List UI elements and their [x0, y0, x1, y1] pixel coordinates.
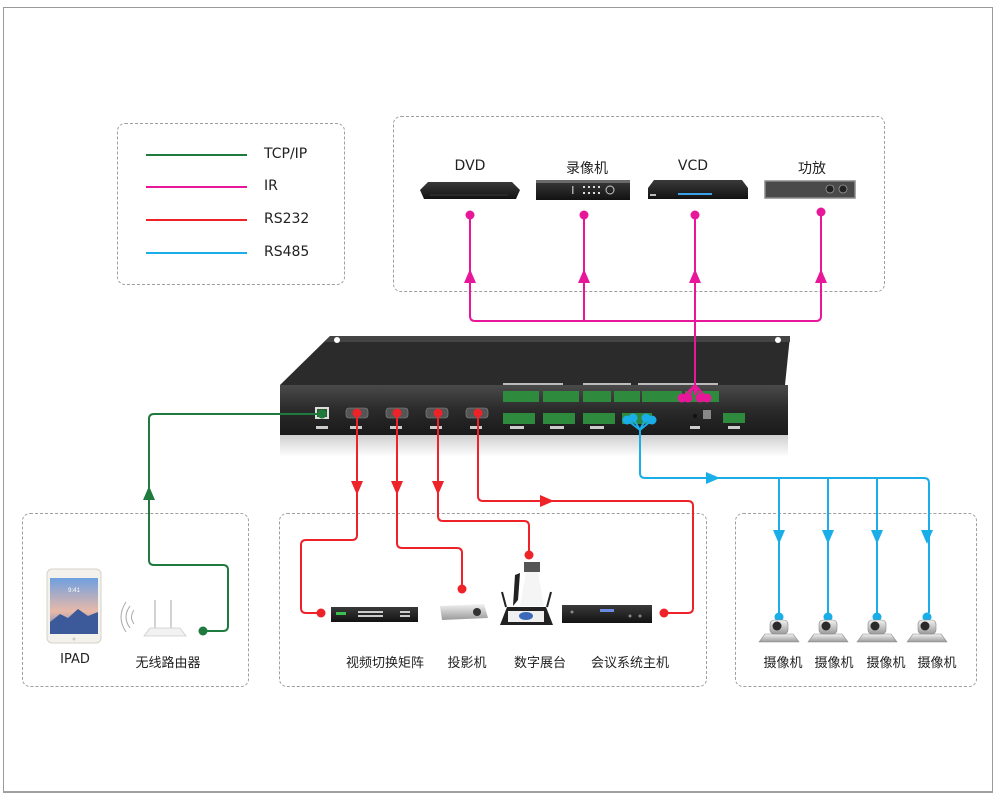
- ir-endpoint-dot: [579, 210, 589, 220]
- rs485-bus-line: [639, 430, 930, 613]
- rs485-endpoint-dot: [922, 612, 932, 622]
- ir-port-dot: [702, 393, 712, 403]
- ir-devices-box: [393, 116, 885, 292]
- camera-base: [906, 633, 948, 643]
- camera-base: [856, 633, 898, 643]
- ir-arrow: [464, 269, 476, 283]
- rs232-connections: [300, 408, 694, 618]
- rs485-device-label-camera-4: 摄像机: [917, 656, 957, 671]
- rs232-line-projector: [396, 413, 463, 589]
- ir-endpoint-dot: [465, 210, 475, 220]
- ir-device-label-vcd: VCD: [677, 158, 709, 174]
- camera-lens: [920, 621, 930, 631]
- rs232-line-conference: [477, 413, 694, 614]
- rs232-line-doccam: [437, 413, 530, 555]
- rs485-arrow: [921, 530, 933, 544]
- rs485-endpoint-dot: [823, 612, 833, 622]
- tcpip-line: [148, 413, 322, 632]
- rs232-endpoint-dot: [524, 550, 534, 560]
- ir-port-dot: [695, 393, 705, 403]
- ir-device-label-amplifier: 功放: [798, 161, 826, 177]
- tcpip-connection: [143, 409, 327, 636]
- rs232-endpoint-dot: [659, 608, 669, 618]
- legend-label-ir: IR: [264, 178, 278, 194]
- ptz-camera-icon: [856, 619, 898, 643]
- legend-lines: [146, 154, 247, 254]
- ir-port-dot: [683, 393, 693, 403]
- rs232-arrow: [351, 481, 363, 495]
- rs485-device-label-camera-3: 摄像机: [866, 656, 906, 671]
- rs232-arrow: [432, 481, 444, 495]
- ptz-camera-icon: [758, 619, 800, 643]
- legend-box: [117, 123, 345, 285]
- ir-endpoint-dot: [690, 210, 700, 220]
- tcpip-endpoint-dot: [198, 626, 208, 636]
- ipad-screen-time: 9:41: [68, 588, 80, 594]
- tcpip-arrow: [143, 486, 155, 500]
- ptz-camera-icon: [807, 619, 849, 643]
- video-recorder-icon: [536, 180, 630, 200]
- camera-base: [807, 633, 849, 643]
- rs485-arrow: [773, 530, 785, 544]
- ir-arrow: [815, 269, 827, 283]
- rs485-port-dot: [647, 415, 657, 425]
- rs485-endpoint-dot: [774, 612, 784, 622]
- camera-base: [758, 633, 800, 643]
- camera-lens: [870, 621, 880, 631]
- dvd-player-icon: [420, 182, 520, 199]
- ir-arrow: [578, 269, 590, 283]
- rs485-port-dot: [628, 413, 638, 423]
- projector-icon: [440, 604, 488, 620]
- ir-device-label-dvd: DVD: [454, 158, 486, 174]
- conference-host-icon: [562, 605, 652, 623]
- rs485-devices-box: [735, 513, 977, 687]
- rs232-device-label-matrix: 视频切换矩阵: [345, 656, 425, 671]
- rs232-device-label-conference: 会议系统主机: [590, 656, 670, 671]
- ir-bus-line: [469, 213, 822, 322]
- rs485-arrow: [706, 472, 720, 484]
- network-device-label-ipad: IPAD: [60, 652, 90, 667]
- vcd-player-icon: [648, 180, 748, 199]
- camera-lens: [772, 621, 782, 631]
- network-device-label-router: 无线路由器: [135, 656, 201, 671]
- rs232-device-label-projector: 投影机: [447, 656, 487, 671]
- rs485-connections: [622, 413, 933, 622]
- rs232-device-label-doccam: 数字展台: [513, 656, 567, 671]
- diagram-frame: [3, 7, 993, 793]
- rs232-arrow: [540, 495, 554, 507]
- rs485-arrow: [871, 530, 883, 544]
- ptz-camera-icon: [906, 619, 948, 643]
- rs232-devices-box: [279, 513, 707, 687]
- wireless-router-icon: [120, 600, 187, 637]
- ir-endpoint-dot: [816, 207, 826, 217]
- ir-device-label-recorder: 录像机: [566, 161, 608, 177]
- rs485-arrow: [822, 530, 834, 544]
- network-devices-box: [22, 513, 249, 687]
- rs232-endpoint-dot: [457, 584, 467, 594]
- rs232-endpoint-dot: [316, 608, 326, 618]
- video-matrix-icon: [331, 607, 418, 622]
- document-camera-icon: [500, 562, 553, 625]
- rs232-arrow: [391, 481, 403, 495]
- rs232-line-matrix: [300, 413, 358, 614]
- rs485-endpoint-dot: [872, 612, 882, 622]
- rs485-device-label-camera-1: 摄像机: [763, 656, 803, 671]
- rs485-device-label-camera-2: 摄像机: [814, 656, 854, 671]
- legend-label-tcpip: TCP/IP: [264, 146, 308, 162]
- amplifier-icon: [764, 180, 856, 199]
- ir-arrow: [689, 269, 701, 283]
- tcpip-port-dot: [317, 409, 327, 419]
- camera-lens: [821, 621, 831, 631]
- tablet-icon: 9:41: [46, 568, 102, 644]
- legend-label-rs232: RS232: [264, 211, 310, 227]
- ir-connections: [464, 207, 827, 403]
- legend-label-rs485: RS485: [264, 244, 310, 260]
